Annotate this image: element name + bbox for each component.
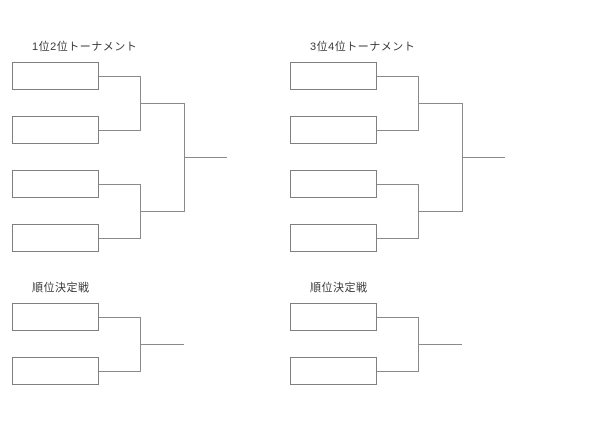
team-slot	[12, 62, 99, 90]
team-slot	[12, 357, 99, 385]
team-slot	[12, 303, 99, 331]
connector-line	[377, 317, 418, 318]
bracket-title: 順位決定戦	[32, 282, 90, 294]
team-slot	[290, 170, 377, 198]
connector-line	[99, 130, 140, 131]
team-slot	[12, 170, 99, 198]
team-slot	[12, 116, 99, 144]
connector-line	[418, 211, 462, 212]
team-slot	[290, 116, 377, 144]
winner-line	[462, 157, 505, 158]
bracket-first-second-tournament: 1位2位トーナメント	[0, 38, 240, 273]
connector-line	[377, 238, 418, 239]
connector-line	[377, 184, 418, 185]
bracket-title: 1位2位トーナメント	[32, 41, 138, 53]
connector-line	[140, 103, 184, 104]
connector-line	[99, 76, 140, 77]
team-slot	[12, 224, 99, 252]
connector-line	[377, 76, 418, 77]
connector-line	[377, 130, 418, 131]
connector-line	[140, 211, 184, 212]
team-slot	[290, 303, 377, 331]
connector-line	[99, 317, 140, 318]
bracket-third-fourth-tournament: 3位4位トーナメント	[278, 38, 518, 273]
winner-line	[418, 344, 462, 345]
winner-line	[184, 157, 227, 158]
bracket-title: 3位4位トーナメント	[310, 41, 416, 53]
connector-line	[99, 238, 140, 239]
winner-line	[140, 344, 184, 345]
team-slot	[290, 224, 377, 252]
connector-line	[99, 184, 140, 185]
bracket-title: 順位決定戦	[310, 282, 368, 294]
team-slot	[290, 62, 377, 90]
bracket-placement-match-right: 順位決定戦	[278, 279, 518, 409]
connector-line	[377, 371, 418, 372]
team-slot	[290, 357, 377, 385]
connector-line	[99, 371, 140, 372]
connector-line	[418, 103, 462, 104]
bracket-placement-match-left: 順位決定戦	[0, 279, 240, 409]
